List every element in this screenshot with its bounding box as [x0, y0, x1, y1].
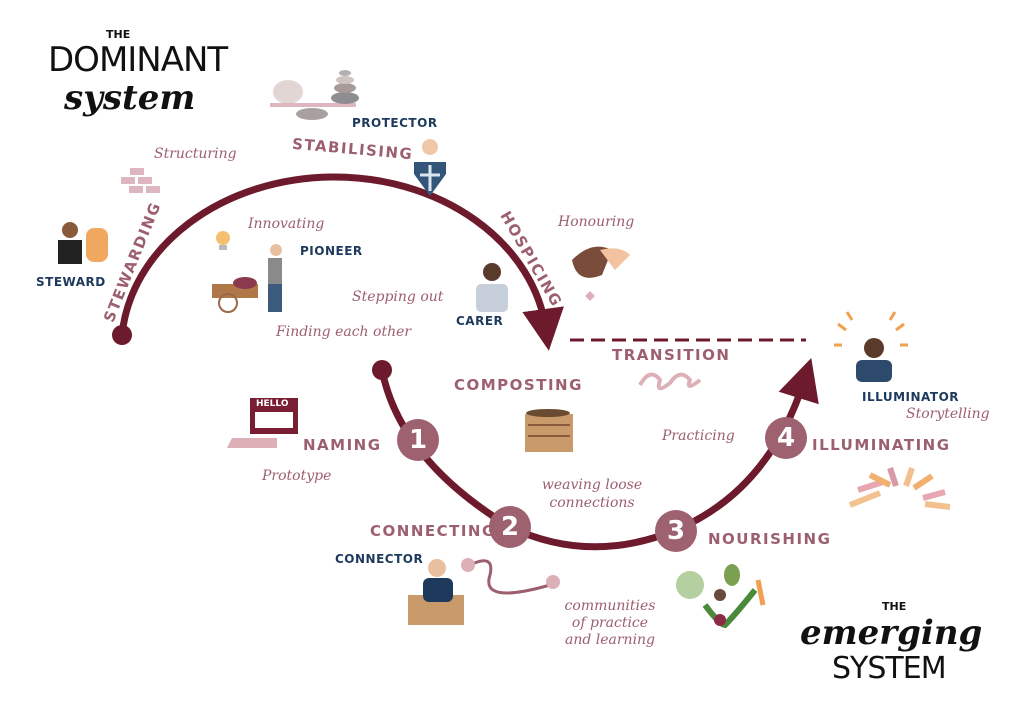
dominant-arc-start-dot — [112, 325, 132, 345]
emerging-title-sub: SYSTEM — [832, 651, 947, 686]
name-tag-hello: HELLO — [256, 399, 289, 409]
carer-figure-icon — [476, 263, 508, 312]
activity-communities: communities of practice and learning — [564, 598, 656, 648]
steward-figure-icon — [58, 222, 108, 264]
lightbulb-icon — [216, 231, 230, 250]
role-steward: STEWARD — [36, 275, 106, 289]
step-3-badge: 3 — [655, 510, 697, 552]
step-3-label: NOURISHING — [708, 530, 832, 548]
dominant-title-the: THE — [106, 28, 131, 41]
transition-loop-icon — [638, 372, 702, 391]
activity-finding-each-other: Finding each other — [276, 324, 412, 340]
connector-figure-icon — [408, 558, 560, 625]
protector-shield-icon — [414, 139, 446, 196]
honouring-hands-icon — [572, 246, 630, 301]
activity-practicing: Practicing — [662, 428, 735, 444]
role-illuminator: ILLUMINATOR — [862, 390, 960, 404]
emerging-system-arc — [378, 357, 819, 551]
activity-structuring: Structuring — [154, 146, 237, 162]
composting-label: COMPOSTING — [454, 376, 583, 394]
step-1-badge: 1 — [397, 419, 439, 461]
balancing-stones-icon — [270, 70, 359, 120]
dominant-title-sub: system — [64, 78, 196, 118]
emerging-title-the: THE — [882, 600, 907, 613]
bricks-icon — [121, 168, 160, 193]
dominant-system-arc — [118, 173, 564, 351]
step-4-label: ILLUMINATING — [812, 436, 951, 454]
sunburst-icon — [848, 467, 951, 510]
step-4-badge: 4 — [765, 417, 807, 459]
compost-crate-icon — [525, 409, 573, 452]
activity-stepping-out: Stepping out — [352, 289, 444, 305]
activity-storytelling: Storytelling — [906, 406, 990, 422]
pioneer-cart-icon — [212, 244, 282, 313]
activity-weaving: weaving loose connections — [541, 477, 643, 511]
role-pioneer: PIONEER — [300, 244, 363, 258]
role-connector: CONNECTOR — [335, 552, 424, 566]
emerging-title: emerging — [800, 613, 983, 653]
transition-label: TRANSITION — [612, 346, 731, 364]
activity-innovating: Innovating — [248, 216, 325, 232]
step-1-label: NAMING — [303, 436, 382, 454]
step-2-label: CONNECTING — [370, 522, 496, 540]
activity-honouring: Honouring — [558, 214, 635, 230]
step-2-badge: 2 — [489, 506, 531, 548]
activity-prototype: Prototype — [262, 468, 332, 484]
emerging-arc-start-dot — [372, 360, 392, 380]
name-tag-icon — [227, 398, 298, 448]
dominant-title: DOMINANT — [48, 40, 228, 80]
role-protector: PROTECTOR — [352, 116, 438, 130]
role-carer: CARER — [456, 314, 504, 328]
vegetables-heart-icon — [676, 564, 766, 629]
illuminator-figure-icon — [834, 311, 908, 382]
